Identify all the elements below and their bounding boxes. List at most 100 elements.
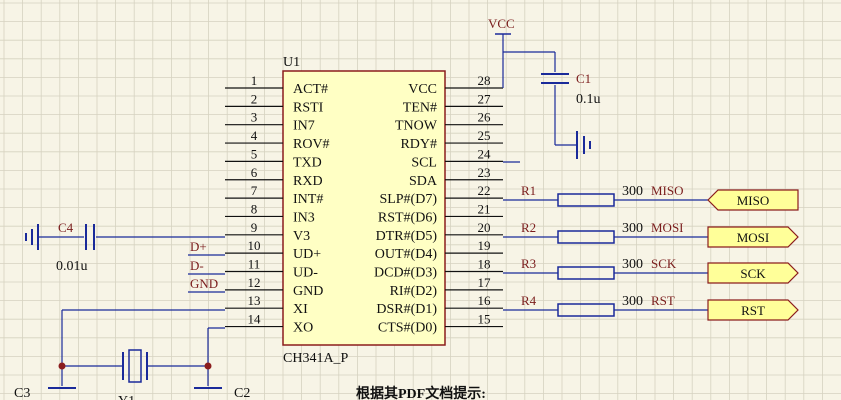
pin-label: IN7 [293, 119, 315, 134]
ground-symbol-c4 [25, 224, 39, 250]
pin-number: 8 [251, 201, 258, 216]
pin-label: SCL [411, 155, 437, 170]
pin-label: VCC [408, 82, 437, 97]
pin-number: 6 [251, 165, 258, 180]
pin-number: 12 [248, 275, 261, 290]
pin-number: 4 [251, 128, 258, 143]
pin-number: 7 [251, 183, 258, 198]
port-flag [707, 226, 799, 248]
pin-label: ACT# [293, 82, 328, 97]
c2-name: C2 [234, 386, 250, 400]
net-label: SCK [651, 256, 677, 271]
vcc-label: VCC [488, 16, 515, 31]
ic-body [282, 70, 446, 346]
pin-label: UD+ [293, 247, 321, 262]
port-label: MOSI [737, 230, 770, 245]
pin-label: OUT#(D4) [375, 247, 438, 262]
ground-symbol-c1 [555, 131, 591, 159]
net-gnd: GND [190, 276, 218, 291]
pin-number: 26 [478, 110, 492, 125]
pin-label: RSTI [293, 100, 324, 115]
pin-label: IN3 [293, 210, 315, 225]
resistor-body [557, 303, 615, 317]
pin-label: SDA [409, 174, 438, 189]
pin-number: 27 [478, 91, 492, 106]
port-label: SCK [740, 266, 766, 281]
c3-name: C3 [14, 386, 30, 400]
pin-label: SLP#(D7) [379, 192, 437, 207]
pin-number: 17 [478, 275, 492, 290]
port-flag [707, 262, 799, 284]
crystal-circuit: Y1 C3 C2 [14, 309, 250, 400]
pin-label: XO [293, 321, 313, 336]
ic-pins: 1ACT#2RSTI3IN74ROV#5TXD6RXD7INT#8IN39V31… [225, 73, 503, 336]
pin-label: RI#(D2) [390, 284, 438, 299]
capacitor-c1: C1 0.1u [503, 51, 601, 145]
pin-label: TXD [293, 155, 322, 170]
resistor-value: 300 [622, 294, 643, 309]
pin-number: 10 [248, 238, 261, 253]
resistor-value: 300 [622, 221, 643, 236]
pin-label: RXD [293, 174, 323, 189]
pin-label: TNOW [395, 119, 438, 134]
resistor-value: 300 [622, 184, 643, 199]
usb-net-labels: D+ D- GND [188, 239, 225, 293]
pin-number: 3 [251, 110, 258, 125]
c4-name: C4 [58, 220, 74, 235]
capacitor-c4: C4 0.01u [38, 220, 225, 274]
pin-number: 23 [478, 165, 491, 180]
net-d-minus: D- [190, 258, 204, 273]
port-flag [707, 189, 799, 211]
c1-name: C1 [576, 71, 591, 86]
pin-number: 25 [478, 128, 491, 143]
pin-number: 21 [478, 201, 491, 216]
pin-number: 2 [251, 91, 258, 106]
net-label: RST [651, 293, 675, 308]
pin-label: TEN# [403, 100, 437, 115]
pin-label: UD- [293, 266, 318, 281]
pin-number: 14 [248, 312, 262, 327]
crystal-name: Y1 [118, 394, 135, 400]
ic-part-name: CH341A_P [283, 351, 349, 366]
pin-number: 11 [248, 257, 261, 272]
pin-label: DTR#(D5) [376, 229, 438, 244]
resistor-name: R2 [521, 220, 536, 235]
pin-number: 15 [478, 312, 491, 327]
pin-number: 28 [478, 73, 491, 88]
pin-number: 5 [251, 146, 258, 161]
pin-label: CTS#(D0) [378, 321, 437, 336]
pin-number: 13 [248, 293, 261, 308]
resistor-value: 300 [622, 257, 643, 272]
pin-number: 1 [251, 73, 258, 88]
ic-designator: U1 [283, 55, 300, 70]
net-d-plus: D+ [190, 239, 207, 254]
pin-label: RST#(D6) [378, 210, 437, 225]
resistor-body [557, 230, 615, 244]
pin-number: 20 [478, 220, 491, 235]
port-label: RST [741, 303, 765, 318]
pin-label: XI [293, 302, 308, 317]
crystal-y1 [128, 349, 142, 383]
pin-number: 22 [478, 183, 491, 198]
pin-number: 16 [478, 293, 492, 308]
c1-value: 0.1u [576, 92, 601, 107]
port-label: MISO [737, 193, 770, 208]
resistor-name: R4 [521, 293, 537, 308]
junction [58, 362, 66, 370]
pin-label: GND [293, 284, 323, 299]
vcc-symbol: VCC [488, 16, 515, 88]
pin-number: 19 [478, 238, 491, 253]
pin-label: ROV# [293, 137, 330, 152]
net-label: MOSI [651, 220, 684, 235]
resistor-body [557, 266, 615, 280]
pin-number: 18 [478, 257, 491, 272]
pin-number: 9 [251, 220, 258, 235]
pin-label: DCD#(D3) [374, 266, 437, 281]
pin-label: RDY# [400, 137, 437, 152]
net-label: MISO [651, 183, 684, 198]
resistor-name: R3 [521, 256, 536, 271]
resistor-body [557, 193, 615, 207]
resistor-name: R1 [521, 183, 536, 198]
footer-note: 根据其PDF文档提示: [356, 385, 486, 400]
